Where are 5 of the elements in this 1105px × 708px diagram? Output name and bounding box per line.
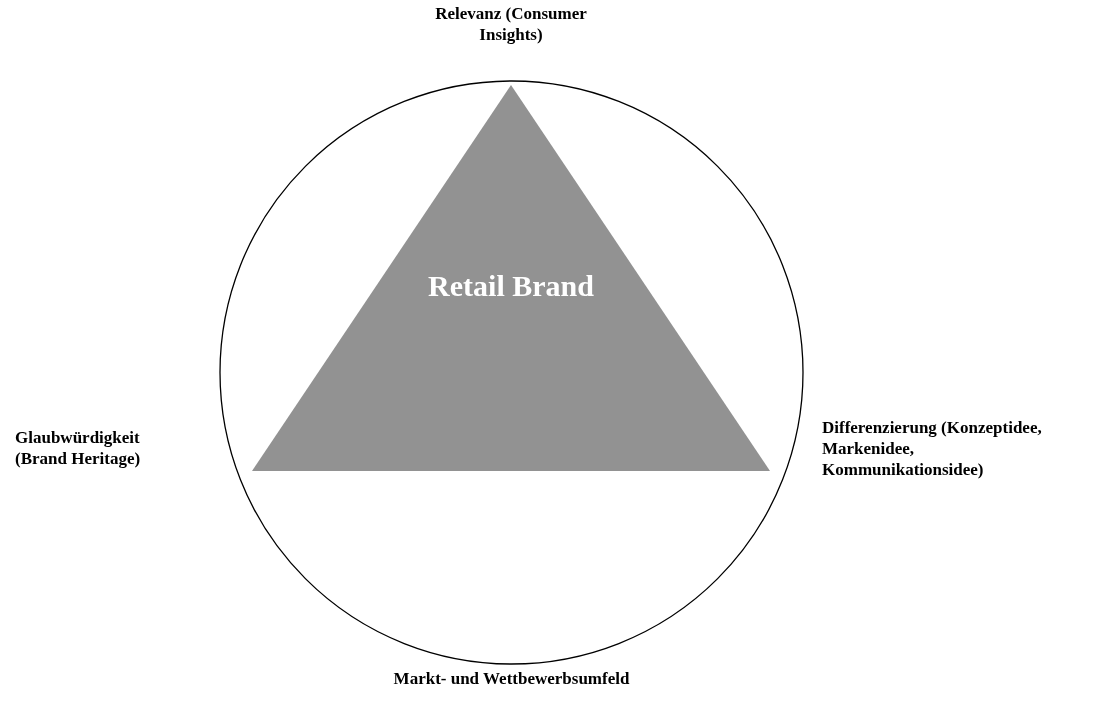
circle-caption: Markt- und Wettbewerbsumfeld — [392, 669, 631, 689]
vertex-label: Glaubwürdigkeit (Brand Heritage) — [15, 427, 142, 469]
triangle-label: Retail Brand — [427, 269, 595, 303]
vertex-label: Relevanz (Consumer Insights) — [434, 3, 588, 45]
vertex-label: Differenzierung (Konzeptidee, Markenidee, Kommunikationsidee) — [822, 417, 1043, 480]
